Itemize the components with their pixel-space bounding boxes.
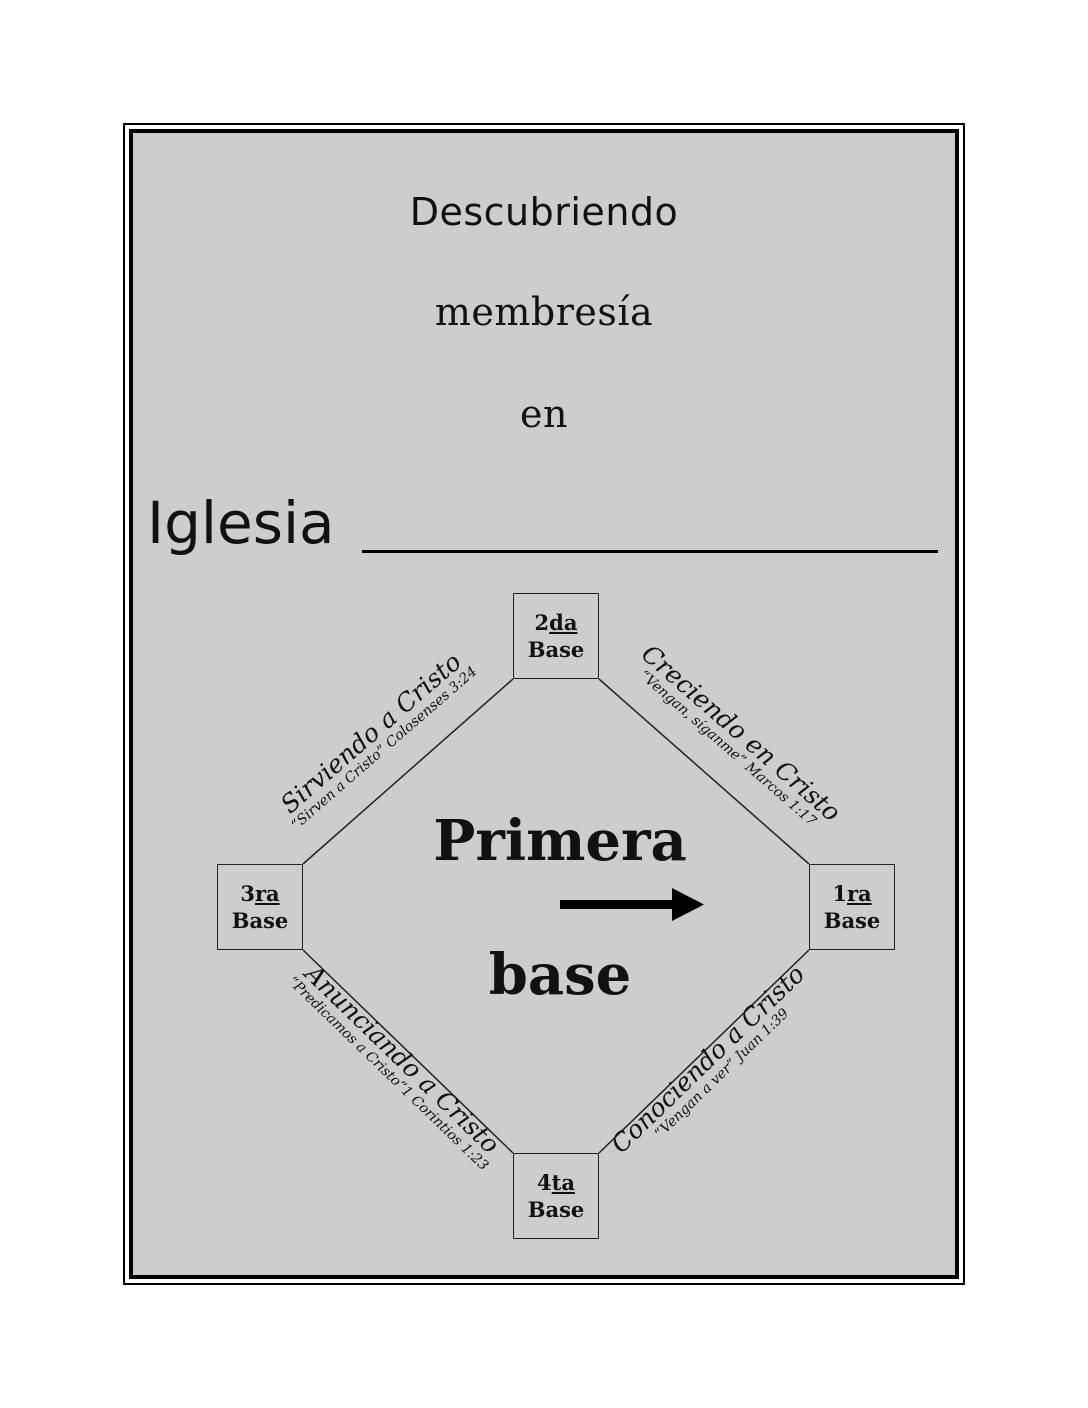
first-base-label: Base: [823, 908, 881, 933]
title-line-2: membresía: [434, 290, 654, 334]
page-frame-inner: [129, 129, 959, 1279]
path-line-second-to-first: [598, 678, 810, 865]
first-base-suffix: ra: [846, 880, 872, 906]
title-line-3: en: [520, 392, 568, 436]
fourth-base-suffix: ta: [551, 1169, 575, 1195]
second-base-suffix: da: [549, 609, 578, 635]
second-base-label: Base: [527, 637, 585, 662]
arrow-right-icon: [560, 888, 704, 921]
path-line-fourth-to-first: [598, 949, 810, 1154]
third-base-suffix: ra: [254, 880, 280, 906]
first-base: 1ra Base: [809, 864, 895, 950]
path-line-second-to-third: [302, 678, 514, 865]
center-word-primera: Primera: [433, 808, 687, 874]
church-name-blank-line: [362, 550, 938, 553]
fourth-base-number: 4: [537, 1169, 552, 1195]
title-line-1: Descubriendo: [409, 190, 679, 234]
third-base: 3ra Base: [217, 864, 303, 950]
center-word-base: base: [488, 942, 632, 1008]
path-line-third-to-fourth: [302, 949, 514, 1154]
fourth-base-label: Base: [527, 1197, 585, 1222]
third-base-label: Base: [231, 908, 289, 933]
second-base: 2da Base: [513, 593, 599, 679]
fourth-base: 4ta Base: [513, 1153, 599, 1239]
church-label: Iglesia: [147, 489, 335, 557]
second-base-number: 2: [534, 609, 550, 635]
first-base-number: 1: [832, 880, 847, 906]
third-base-number: 3: [240, 880, 255, 906]
